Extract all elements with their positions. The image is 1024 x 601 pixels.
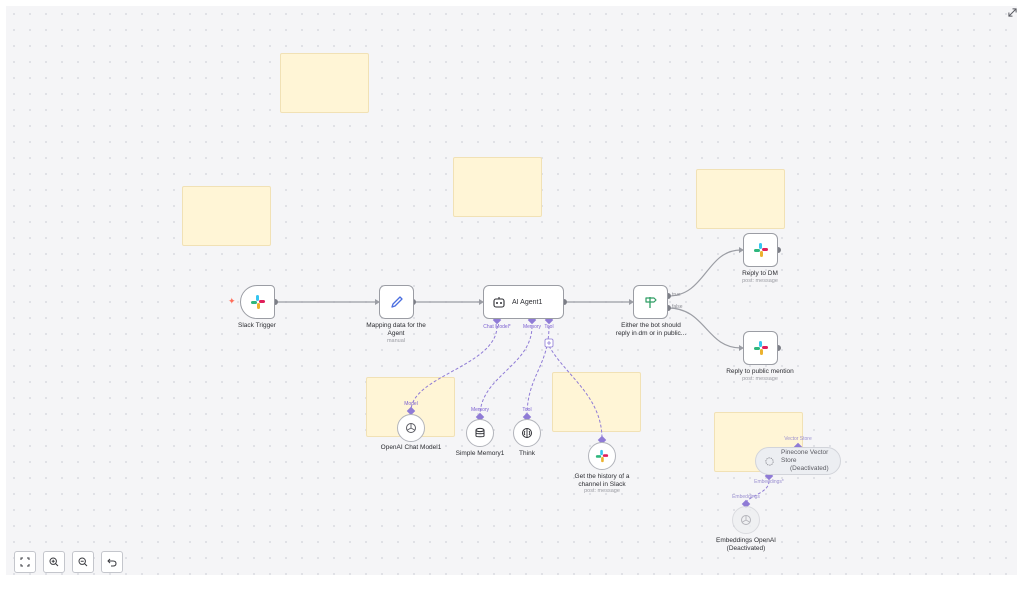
edge-agent-memory <box>479 325 533 417</box>
ai-agent-title: AI Agent1 <box>512 298 543 306</box>
node-slack-trigger[interactable] <box>240 285 275 319</box>
node-subtitle: post: message <box>742 376 778 382</box>
pinecone-icon <box>765 456 774 466</box>
slack-logo-icon <box>250 295 265 309</box>
port-label-model: Model <box>404 401 418 407</box>
robot-icon <box>493 297 505 308</box>
node-label: Simple Memory1 <box>455 450 505 457</box>
node-label: Slack Trigger <box>238 322 276 329</box>
node-simple-memory[interactable] <box>466 419 494 447</box>
node-label: Embeddings OpenAI(Deactivated) <box>716 537 776 552</box>
signpost-icon <box>644 297 657 308</box>
sticky-note[interactable] <box>182 186 271 246</box>
database-icon <box>475 427 485 438</box>
slack-logo-icon <box>753 243 768 257</box>
label-line: Pinecone Vector <box>781 449 829 456</box>
edge-agent-think <box>526 325 550 417</box>
sticky-note[interactable] <box>696 169 785 229</box>
node-subtitle: post: message <box>584 488 620 494</box>
port-label-embeddings-required: Embeddings* <box>754 479 784 485</box>
openai-icon <box>741 515 751 525</box>
label-line: Agent <box>387 329 405 337</box>
zoom-in-icon <box>49 557 59 567</box>
port-label-memory: Memory <box>522 324 542 330</box>
output-label-false: false <box>672 304 683 310</box>
node-subtitle: manual <box>386 338 406 344</box>
label-line: Store <box>781 457 797 464</box>
openai-icon <box>406 423 416 433</box>
node-mapping-data[interactable] <box>379 285 414 319</box>
node-openai-chat-model[interactable] <box>397 414 425 442</box>
sticky-note[interactable] <box>280 53 369 113</box>
zoom-out-button[interactable] <box>72 551 94 573</box>
label-line: Mapping data for the <box>366 322 426 329</box>
port-label-chat-model: Chat Model* <box>483 324 511 330</box>
node-reply-dm[interactable] <box>743 233 778 267</box>
node-slack-history[interactable] <box>588 442 616 470</box>
port-label-tool: Tool <box>544 324 554 330</box>
label-line: Get the history of a <box>574 473 630 480</box>
edge-if-public <box>667 307 742 349</box>
fit-view-button[interactable] <box>14 551 36 573</box>
trigger-bolt-icon: ✦ <box>228 296 236 306</box>
label-line: reply in dm or in public... <box>615 329 687 337</box>
port-label-tool-node: Tool <box>522 407 532 413</box>
node-label: Think <box>519 450 535 457</box>
zoom-in-button[interactable] <box>43 551 65 573</box>
reset-zoom-button[interactable] <box>101 551 123 573</box>
node-if[interactable] <box>633 285 668 319</box>
label-line: channel in Slack <box>578 480 626 488</box>
output-label-true: true <box>672 292 681 298</box>
node-think[interactable] <box>513 419 541 447</box>
slack-logo-icon <box>595 449 609 463</box>
pen-icon <box>390 296 403 308</box>
add-tool-button <box>544 338 554 348</box>
port-label-embeddings: Embeddings <box>732 494 760 500</box>
node-subtitle: post: message <box>742 278 778 284</box>
fit-view-icon <box>20 557 30 567</box>
pinecone-text: Pinecone Vector Store (Deactivated) <box>781 449 829 473</box>
node-label: Reply to DM <box>742 270 778 277</box>
deactivated-label: (Deactivated) <box>790 465 829 472</box>
node-ai-agent[interactable]: AI Agent1 <box>483 285 564 319</box>
node-pinecone-vector-store[interactable]: Pinecone Vector Store (Deactivated) <box>755 447 841 475</box>
edge-if-dm <box>667 249 742 297</box>
edge-agent-history <box>548 345 603 440</box>
brain-icon <box>522 428 532 438</box>
node-label: OpenAI Chat Model1 <box>380 444 442 451</box>
port-label-vector-store: Vector Store <box>784 436 812 442</box>
undo-icon <box>107 558 117 567</box>
expand-icon[interactable] <box>1006 6 1018 18</box>
port-label-memory-node: Memory <box>470 407 490 413</box>
label-line: Embeddings OpenAI <box>716 537 776 544</box>
sticky-note[interactable] <box>453 157 542 217</box>
sticky-note[interactable] <box>552 372 641 432</box>
zoom-out-icon <box>78 557 88 567</box>
slack-logo-icon <box>753 341 768 355</box>
label-line: (Deactivated) <box>726 544 766 552</box>
node-embeddings-openai[interactable] <box>732 506 760 534</box>
edge-agent-model <box>410 325 498 412</box>
node-label: Reply to public mention <box>726 368 794 375</box>
label-line: Either the bot should <box>621 322 681 329</box>
node-reply-public[interactable] <box>743 331 778 365</box>
